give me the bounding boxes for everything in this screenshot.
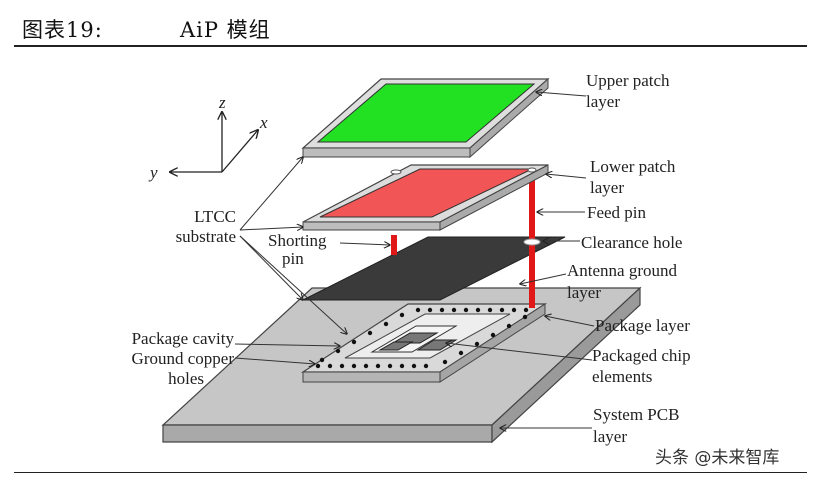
ground-copper-holes	[315, 307, 529, 369]
clearance-hole	[523, 238, 541, 246]
ground-copper-hole	[351, 339, 357, 345]
ground-copper-hole	[327, 363, 333, 369]
ground-copper-hole	[523, 307, 529, 313]
ground-copper-hole	[375, 363, 381, 369]
ground-copper-hole	[399, 312, 405, 318]
y-axis-label: y	[148, 163, 158, 182]
ground-copper-hole	[499, 307, 505, 313]
ground-copper-hole	[439, 307, 445, 313]
shorting-pin	[391, 235, 397, 255]
ltcc-label-line1: LTCC	[194, 207, 236, 226]
upper-patch-layer	[301, 77, 550, 159]
antenna-ground-label-line2: layer	[567, 283, 601, 302]
ground-copper-hole	[511, 307, 517, 313]
ground-copper-hole	[383, 321, 389, 327]
ground-copper-hole	[351, 363, 357, 369]
ground-copper-hole	[522, 314, 528, 320]
leader-lines	[234, 92, 595, 428]
antenna-ground-layer	[302, 236, 566, 301]
packaged-chip-label-line2: elements	[592, 367, 652, 386]
axes-indicator	[170, 112, 258, 172]
ground-copper-label-line1: Ground copper	[132, 349, 235, 368]
ground-copper-label-line2: holes	[168, 369, 204, 388]
ground-copper-hole	[423, 363, 429, 369]
ground-copper-hole	[474, 341, 480, 347]
lower-patch-label-line1: Lower patch	[590, 157, 676, 176]
ground-copper-hole	[387, 363, 393, 369]
callout-labels: Upper patch layer Lower patch layer Feed…	[132, 71, 691, 446]
figure-caption: 图表19: AiP 模组	[22, 14, 270, 44]
bottom-rule	[14, 472, 807, 473]
ground-copper-hole	[335, 348, 341, 354]
ground-copper-hole	[363, 363, 369, 369]
antenna-ground-label-line1: Antenna ground	[567, 261, 678, 280]
ground-copper-hole	[458, 350, 464, 356]
ground-copper-hole	[319, 357, 325, 363]
ground-copper-hole	[315, 363, 321, 369]
top-rule	[14, 45, 807, 47]
figure-title: AiP 模组	[180, 18, 271, 42]
watermark: 头条 @未来智库	[655, 448, 780, 468]
feed-pin-label: Feed pin	[587, 203, 647, 222]
ground-copper-hole	[427, 307, 433, 313]
ground-copper-hole	[367, 330, 373, 336]
ground-copper-hole	[339, 363, 345, 369]
package-cavity-label: Package cavity	[132, 329, 235, 348]
shorting-pin-label-line2: pin	[282, 249, 304, 268]
ground-copper-hole	[399, 363, 405, 369]
system-pcb-label-line2: layer	[593, 427, 627, 446]
clearance-hole-label: Clearance hole	[581, 233, 682, 252]
x-axis-label: x	[259, 113, 268, 132]
package-layer	[300, 303, 548, 383]
shorting-pin-label-line1: Shorting	[268, 231, 327, 250]
ltcc-label-line2: substrate	[176, 227, 236, 246]
packaged-chip-label-line1: Packaged chip	[592, 346, 691, 365]
system-pcb-label-line1: System PCB	[593, 405, 679, 424]
lower-patch-layer	[302, 164, 549, 231]
ground-copper-hole	[411, 363, 417, 369]
ground-copper-hole	[415, 307, 421, 313]
z-axis-label: z	[218, 93, 226, 112]
ground-copper-hole	[490, 332, 496, 338]
upper-patch-label-line2: layer	[586, 92, 620, 111]
ground-copper-hole	[487, 307, 493, 313]
ground-copper-hole	[506, 323, 512, 329]
ground-copper-hole	[475, 307, 481, 313]
ground-copper-hole	[442, 359, 448, 365]
figure-number: 图表19:	[22, 18, 103, 42]
ground-copper-hole	[451, 307, 457, 313]
upper-patch-label-line1: Upper patch	[586, 71, 670, 90]
ground-copper-hole	[463, 307, 469, 313]
lower-patch-label-line2: layer	[590, 178, 624, 197]
package-layer-label: Package layer	[595, 316, 690, 335]
